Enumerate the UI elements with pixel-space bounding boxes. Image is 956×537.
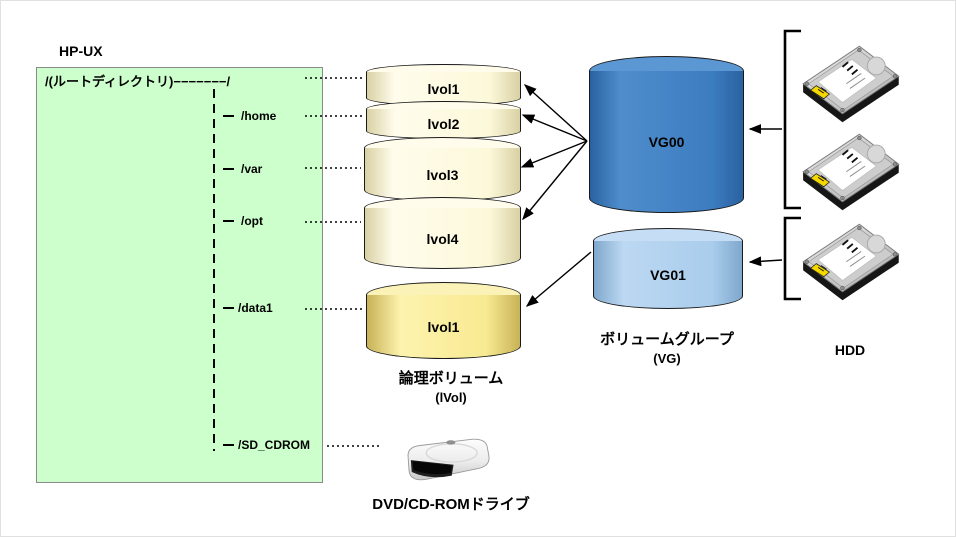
tree-item-opt: /opt — [241, 214, 263, 228]
lvol1-label: lvol1 — [427, 81, 460, 97]
os-title: HP-UX — [59, 43, 103, 59]
vg-caption-line1: ボリュームグループ — [600, 331, 734, 348]
hdd-icon — [791, 123, 909, 213]
dvd-drive-icon — [399, 436, 499, 488]
lvol1-data-label: lvol1 — [427, 319, 460, 335]
lvol-caption-line2: (lVol) — [435, 390, 467, 405]
tree-item-home: /home — [241, 109, 277, 123]
hdd-icon — [791, 213, 909, 303]
lvol2-cylinder: lvol2 — [366, 101, 521, 139]
vg-to-lvol-arrows — [520, 84, 592, 307]
vg-caption: ボリュームグループ (VG) — [581, 330, 753, 368]
lvol2-label: lvol2 — [427, 116, 460, 132]
hdd-icon — [791, 35, 909, 125]
tree-item-var: /var — [241, 162, 263, 176]
vg-caption-line2: (VG) — [653, 351, 681, 366]
lvol1-data-cylinder: lvol1 — [366, 282, 521, 359]
lvol3-cylinder: lvol3 — [364, 137, 521, 201]
vg00-label: VG00 — [648, 134, 685, 150]
directory-tree-box — [36, 67, 323, 483]
lvol-caption: 論理ボリューム (lVol) — [366, 369, 536, 407]
vg00-cylinder: VG00 — [589, 56, 744, 213]
hdd-to-vg-arrows — [748, 124, 783, 267]
tree-item-sd-cdrom: /SD_CDROM — [238, 438, 311, 452]
lvol3-label: lvol3 — [426, 166, 459, 183]
lvol1-cylinder: lvol1 — [366, 64, 521, 106]
lvol4-label: lvol4 — [426, 230, 459, 247]
vg01-cylinder: VG01 — [593, 228, 743, 309]
tree-item-data1: /data1 — [238, 301, 273, 315]
vg01-label: VG01 — [650, 267, 686, 283]
dvd-caption: DVD/CD-ROMドライブ — [372, 496, 530, 513]
lvol-caption-line1: 論理ボリューム — [398, 370, 504, 387]
lvol4-cylinder: lvol4 — [364, 197, 521, 269]
root-directory-label: /(ルートディレクトリ)−−−−−−−/ — [45, 74, 231, 89]
hdd-caption: HDD — [834, 342, 866, 358]
